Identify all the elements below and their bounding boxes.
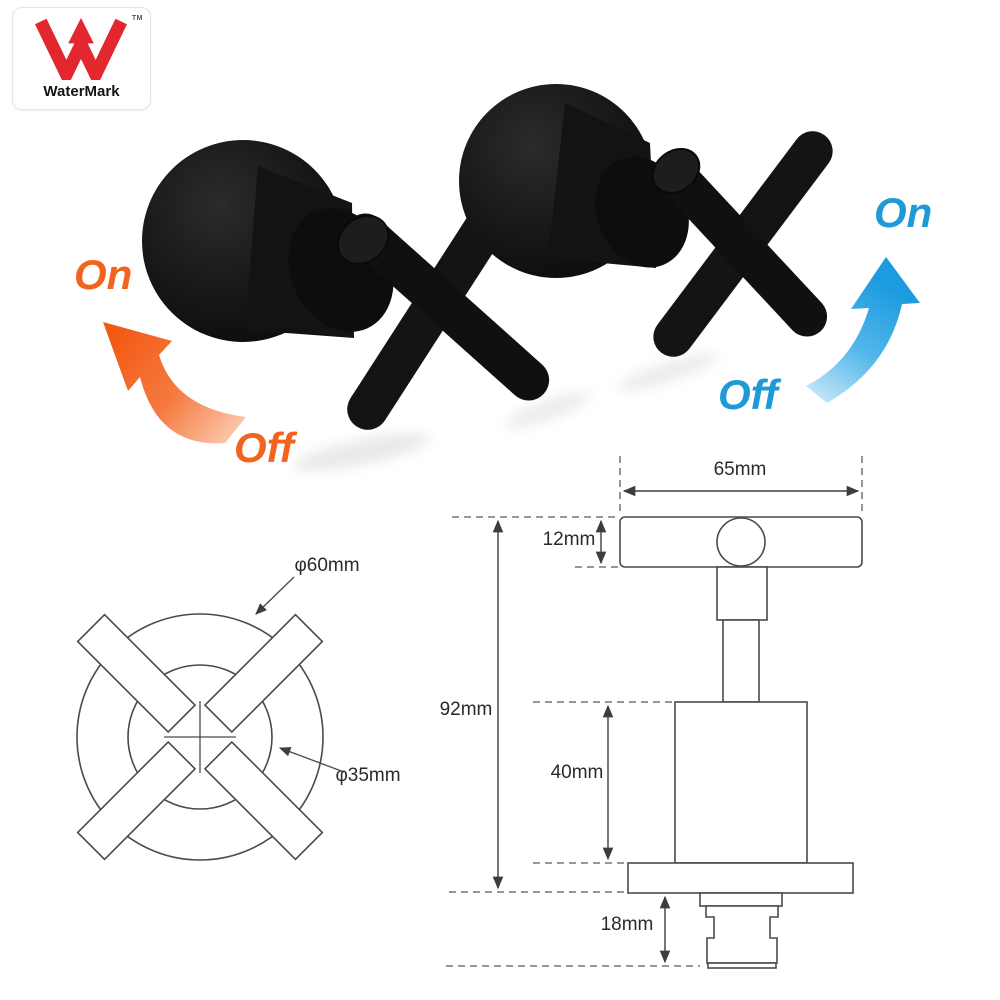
trademark-symbol: TM [131, 15, 143, 22]
watermark-label: WaterMark [43, 83, 120, 100]
handle-hub-outline [716, 517, 766, 567]
extension-lines [446, 456, 863, 967]
product-photo [103, 84, 920, 472]
cross-arm [203, 613, 324, 734]
cross-arm [203, 740, 324, 861]
dim-label-overall-height: 92mm [439, 699, 493, 720]
cross-handle-bar [662, 163, 828, 337]
dim-label-handle-thickness: 12mm [542, 529, 596, 550]
dim-label-outer-diameter: φ60mm [294, 555, 360, 576]
shadow [618, 353, 718, 391]
hot-on-arrow-icon [103, 322, 246, 444]
tap-right [459, 84, 833, 357]
hot-off-label: Off [234, 424, 294, 471]
cold-off-label: Off [718, 371, 778, 418]
cross-arm [76, 613, 197, 734]
inner-diameter-circle [127, 664, 273, 810]
hot-on-label: On [74, 251, 133, 298]
cold-on-label: On [874, 189, 933, 236]
dim-label-handle-width: 65mm [713, 459, 767, 480]
handle-end-cap [336, 214, 390, 266]
handle-end-cap [651, 147, 701, 195]
side-view-diagram [619, 516, 863, 969]
cross-handle-bar [344, 213, 550, 401]
cold-on-arrow-icon [806, 257, 920, 403]
shadow [293, 432, 431, 472]
dim-label-inner-diameter: φ35mm [335, 765, 401, 786]
cross-arm [76, 740, 197, 861]
spindle-outline [705, 905, 779, 964]
front-view-diagram [76, 576, 345, 861]
flange-outline [627, 862, 854, 894]
tap-left [142, 140, 550, 430]
outer-diameter-circle [76, 613, 324, 861]
valve-body-outline [674, 701, 808, 864]
watermark-certification-badge: TM WaterMark [12, 7, 151, 110]
shadow [505, 391, 591, 429]
leader-outer-diameter [255, 576, 295, 615]
dimension-arrows [492, 485, 860, 964]
dim-label-body-height: 40mm [550, 762, 604, 783]
dim-label-spindle-height: 18mm [600, 914, 654, 935]
watermark-logo-icon [35, 17, 127, 80]
leader-inner-diameter [278, 747, 345, 773]
